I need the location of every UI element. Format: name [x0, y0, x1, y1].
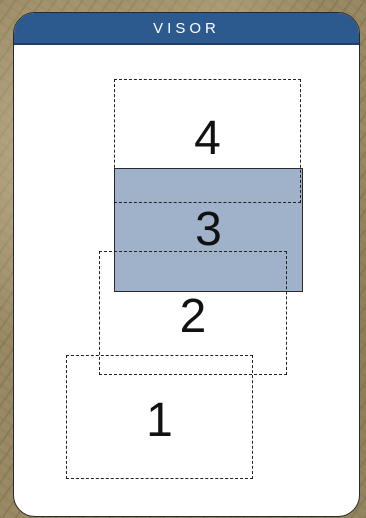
- viewer-header: VISOR: [14, 13, 359, 45]
- frame-4[interactable]: 4: [114, 79, 301, 203]
- frame-label-3: 3: [195, 206, 222, 254]
- viewer-title: VISOR: [153, 20, 220, 37]
- frame-1[interactable]: 1: [66, 355, 253, 479]
- frame-label-2: 2: [180, 293, 207, 341]
- frame-label-4: 4: [194, 115, 221, 163]
- frame-label-1: 1: [146, 397, 173, 445]
- viewer-panel: VISOR 4 3 2 1: [13, 12, 360, 517]
